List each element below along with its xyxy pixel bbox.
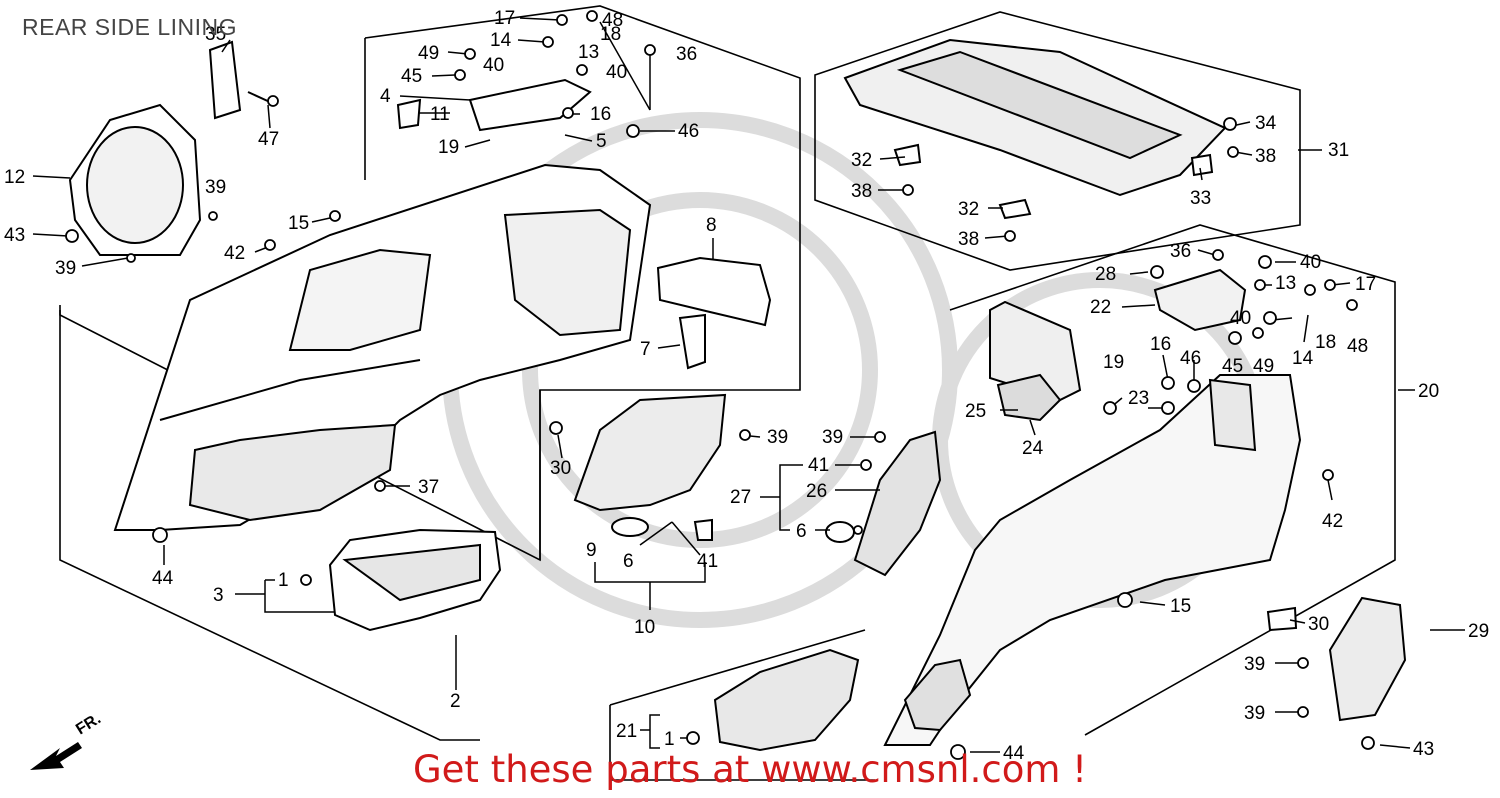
trim-piece-8 <box>656 256 772 370</box>
callout-47: 47 <box>258 129 279 150</box>
callout-28: 28 <box>1095 264 1116 285</box>
callout-19: 19 <box>1103 352 1124 373</box>
bracket-35 <box>208 40 273 120</box>
callout-18: 18 <box>1315 332 1336 353</box>
callout-6: 6 <box>623 551 634 572</box>
callout-49: 49 <box>1253 356 1274 377</box>
panel-9 <box>573 393 727 541</box>
callout-41: 41 <box>808 455 829 476</box>
callout-46: 46 <box>1180 348 1201 369</box>
callout-1: 1 <box>664 729 675 750</box>
callout-40: 40 <box>1230 308 1251 329</box>
callout-5: 5 <box>596 131 607 152</box>
direction-label: FR. <box>73 710 104 738</box>
callout-39: 39 <box>1244 703 1265 724</box>
callout-6: 6 <box>796 521 807 542</box>
callout-13: 13 <box>1275 273 1296 294</box>
callout-32: 32 <box>958 199 979 220</box>
callout-36: 36 <box>676 44 697 65</box>
callout-9: 9 <box>586 540 597 561</box>
speaker-housing-29 <box>1266 596 1407 722</box>
callout-48: 48 <box>1347 336 1368 357</box>
left-side-trim-panel <box>113 163 652 531</box>
callout-14: 14 <box>490 30 512 51</box>
callout-46: 46 <box>678 121 699 142</box>
callout-21: 21 <box>616 721 637 742</box>
callout-7: 7 <box>640 339 651 360</box>
callout-18: 18 <box>600 24 621 45</box>
promo-link-text[interactable]: Get these parts at www.cmsnl.com ! <box>412 748 1087 791</box>
callout-29: 29 <box>1468 621 1489 642</box>
callout-38: 38 <box>851 181 872 202</box>
callout-40: 40 <box>1300 252 1321 273</box>
callout-35: 35 <box>205 24 226 45</box>
callout-39: 39 <box>205 177 226 198</box>
callout-43: 43 <box>4 225 25 246</box>
callout-17: 17 <box>494 8 515 29</box>
callout-4: 4 <box>380 86 391 107</box>
callout-44: 44 <box>152 568 174 589</box>
callout-labels: 35 47 12 39 43 39 15 42 17 48 18 14 49 1… <box>4 8 1489 764</box>
callout-41: 41 <box>697 551 718 572</box>
callout-42: 42 <box>1322 511 1343 532</box>
callout-39: 39 <box>55 258 76 279</box>
callout-32: 32 <box>851 150 872 171</box>
parcel-shelf-31 <box>843 38 1227 220</box>
tray-21 <box>713 648 860 752</box>
callout-45: 45 <box>1222 356 1243 377</box>
fasteners <box>65 10 1375 760</box>
callout-16: 16 <box>1150 334 1171 355</box>
leader-lines <box>32 17 1465 753</box>
callout-3: 3 <box>213 585 224 606</box>
callout-11: 11 <box>430 104 450 125</box>
right-side-trim-panel <box>883 268 1302 746</box>
callout-13: 13 <box>578 42 599 63</box>
callout-22: 22 <box>1090 297 1111 318</box>
callout-44: 44 <box>1003 743 1025 764</box>
callout-40: 40 <box>606 62 627 83</box>
callout-19: 19 <box>438 137 459 158</box>
callout-48: 48 <box>602 10 623 31</box>
cover-part-4 <box>396 78 592 132</box>
callout-49: 49 <box>418 43 439 64</box>
callout-43: 43 <box>1413 739 1434 760</box>
callout-45: 45 <box>401 66 422 87</box>
callout-31: 31 <box>1328 140 1349 161</box>
tray-2 <box>328 528 502 632</box>
callout-25: 25 <box>965 401 986 422</box>
speaker-housing-left <box>68 103 202 256</box>
callout-36: 36 <box>1170 241 1191 262</box>
callout-42: 42 <box>224 243 245 264</box>
callout-39: 39 <box>822 427 843 448</box>
callout-2: 2 <box>450 691 461 712</box>
callout-24: 24 <box>1022 438 1044 459</box>
panel-26 <box>825 430 942 577</box>
callout-26: 26 <box>806 481 827 502</box>
callout-15: 15 <box>288 213 309 234</box>
callout-38: 38 <box>958 229 979 250</box>
callout-37: 37 <box>418 477 439 498</box>
callout-15: 15 <box>1170 596 1191 617</box>
callout-39: 39 <box>1244 654 1265 675</box>
callout-20: 20 <box>1418 381 1439 402</box>
callout-1: 1 <box>278 570 289 591</box>
callout-14: 14 <box>1292 348 1314 369</box>
callout-40: 40 <box>483 55 504 76</box>
callout-10: 10 <box>634 617 655 638</box>
page-title: REAR SIDE LINING <box>22 14 238 40</box>
callout-38: 38 <box>1255 146 1276 167</box>
callout-12: 12 <box>4 167 25 188</box>
callout-30: 30 <box>550 458 571 479</box>
callout-33: 33 <box>1190 188 1211 209</box>
callout-8: 8 <box>706 215 717 236</box>
callout-34: 34 <box>1255 113 1277 134</box>
callout-30: 30 <box>1308 614 1329 635</box>
callout-16: 16 <box>590 104 611 125</box>
callout-17: 17 <box>1355 274 1376 295</box>
callout-27: 27 <box>730 487 751 508</box>
callout-23: 23 <box>1128 388 1149 409</box>
callout-39: 39 <box>767 427 788 448</box>
